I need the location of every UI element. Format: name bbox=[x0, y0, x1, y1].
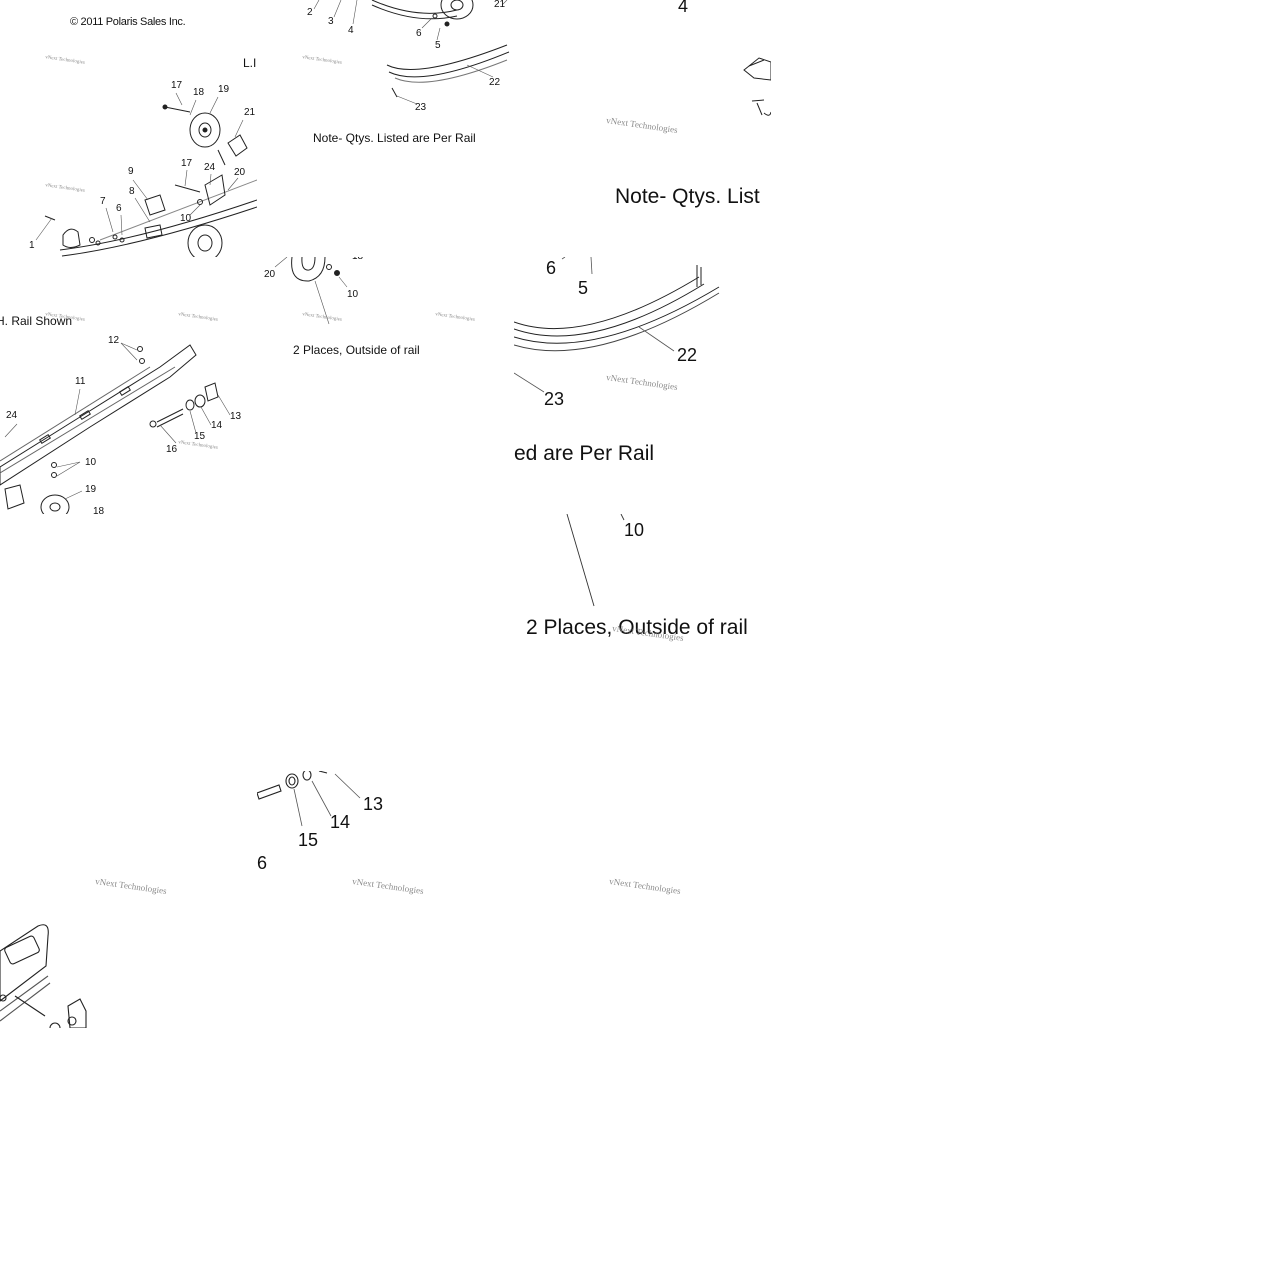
callout-15: 15 bbox=[194, 431, 206, 442]
exploded-view-axle-detail bbox=[257, 771, 361, 827]
diagram-tile-lower-right: 10 2 Places, Outside of rail vNext Techn… bbox=[514, 514, 771, 771]
diagram-tile-mid-middle: 20 18 10 2 Places, Outside of rail vNext… bbox=[257, 257, 514, 514]
rail-shown-fragment: L.I bbox=[243, 56, 257, 70]
callout-20: 20 bbox=[264, 269, 276, 280]
exploded-view-detail bbox=[743, 57, 771, 116]
copyright-notice: © 2011 Polaris Sales Inc. bbox=[70, 16, 186, 28]
rail-shown-label: L.H. Rail Shown bbox=[0, 314, 73, 328]
callout-3: 3 bbox=[328, 16, 334, 27]
callout-8: 8 bbox=[129, 186, 135, 197]
callout-6: 6 bbox=[416, 28, 422, 39]
note-quantities-per-rail: Note- Qtys. Listed are Per Rail bbox=[313, 131, 476, 145]
diagram-tile-top-middle: 2 3 4 21 6 5 22 23 Note- Qtys. Listed ar… bbox=[257, 0, 514, 257]
note-two-places-outside-rail: 2 Places, Outside of rail bbox=[293, 343, 420, 357]
callout-7: 7 bbox=[100, 196, 106, 207]
callout-20: 20 bbox=[234, 167, 246, 178]
callout-15: 15 bbox=[298, 830, 319, 850]
callout-21: 21 bbox=[244, 107, 256, 118]
exploded-view-rail-assembly bbox=[35, 92, 257, 257]
callout-12: 12 bbox=[108, 335, 120, 346]
callout-5: 5 bbox=[578, 278, 589, 298]
note-quantities-large-part-a: Note- Qtys. List bbox=[615, 185, 760, 208]
exploded-view-leader-detail bbox=[566, 514, 625, 607]
diagram-tile-bottom-left: vNext Technologies bbox=[0, 771, 257, 1028]
diagram-tile-bottom-right: vNext Technologies bbox=[514, 771, 771, 1028]
callout-16: 16 bbox=[166, 444, 178, 455]
callout-13: 13 bbox=[230, 411, 242, 422]
callout-6: 6 bbox=[257, 853, 268, 873]
callout-22: 22 bbox=[489, 77, 501, 88]
diagram-tile-mid-right: 6 5 22 23 ed are Per Rail vNext Technolo… bbox=[514, 257, 771, 514]
callout-21: 21 bbox=[494, 0, 506, 10]
callout-19: 19 bbox=[85, 484, 97, 495]
callout-4: 4 bbox=[678, 0, 689, 16]
callout-14: 14 bbox=[211, 420, 223, 431]
callout-6: 6 bbox=[546, 258, 557, 278]
callout-18: 18 bbox=[193, 87, 205, 98]
callout-5: 5 bbox=[435, 40, 441, 51]
callout-14: 14 bbox=[330, 812, 351, 832]
watermark: vNext Technologies bbox=[608, 876, 682, 896]
callout-10: 10 bbox=[85, 457, 97, 468]
callout-18: 18 bbox=[352, 257, 363, 262]
note-quantities-large-part-b: ed are Per Rail bbox=[514, 442, 655, 465]
diagram-tile-top-left: © 2011 Polaris Sales Inc. L.I 17 18 19 2… bbox=[0, 0, 257, 257]
callout-18: 18 bbox=[93, 506, 105, 515]
exploded-view-slide-detail bbox=[514, 257, 720, 393]
callout-10: 10 bbox=[180, 213, 192, 224]
diagram-tile-top-right: 4 Note- Qtys. List vNext Technologies bbox=[514, 0, 771, 257]
diagram-tile-bottom-middle: 13 14 15 6 vNext Technologies bbox=[257, 771, 514, 1028]
callout-17-lower: 17 bbox=[181, 158, 193, 169]
callout-9: 9 bbox=[128, 166, 134, 177]
callout-2: 2 bbox=[307, 7, 313, 18]
diagram-tile-mid-left: L.H. Rail Shown 12 11 24 13 14 15 16 10 … bbox=[0, 257, 257, 514]
callout-22: 22 bbox=[677, 345, 698, 365]
exploded-view-wheel-detail bbox=[274, 257, 348, 325]
callout-10: 10 bbox=[624, 520, 645, 540]
callout-10: 10 bbox=[347, 289, 359, 300]
callout-23: 23 bbox=[415, 102, 427, 113]
note-two-places-large: 2 Places, Outside of rail bbox=[526, 616, 748, 639]
exploded-view-slide-rail bbox=[313, 0, 510, 105]
callout-4: 4 bbox=[348, 25, 354, 36]
callout-13: 13 bbox=[363, 794, 384, 814]
exploded-view-rail-shown bbox=[0, 342, 231, 514]
callout-24: 24 bbox=[6, 410, 18, 421]
callout-19: 19 bbox=[218, 84, 230, 95]
callout-11: 11 bbox=[75, 376, 86, 387]
callout-17: 17 bbox=[171, 80, 183, 91]
callout-6: 6 bbox=[116, 203, 122, 214]
exploded-view-rail-end bbox=[0, 924, 87, 1028]
callout-1: 1 bbox=[29, 240, 35, 251]
callout-23: 23 bbox=[544, 389, 565, 409]
callout-24: 24 bbox=[204, 162, 216, 173]
